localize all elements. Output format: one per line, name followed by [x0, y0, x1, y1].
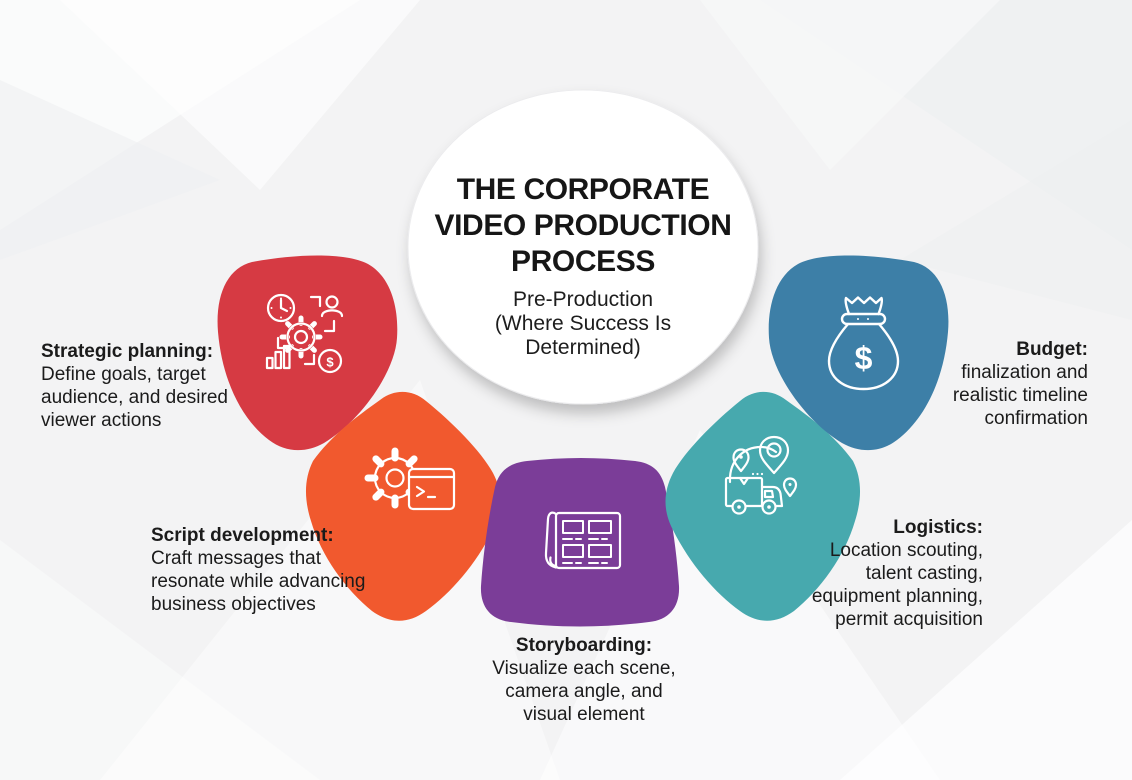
step-description: Visualize each scene, camera angle, and … [492, 658, 676, 725]
step-heading: Logistics: [893, 517, 983, 538]
svg-text:$: $ [855, 340, 873, 376]
blob-script-development [305, 391, 501, 621]
step-heading: Script development: [151, 525, 334, 546]
storyboard-icon [544, 511, 622, 570]
step-heading: Storyboarding: [515, 635, 653, 656]
svg-text:$: $ [326, 355, 334, 370]
step-label-budget: Budget: finalization and realistic timel… [888, 338, 1088, 430]
step-description: Define goals, target audience, and desir… [41, 364, 228, 431]
delivery-truck-icon [724, 435, 798, 515]
step-description: Craft messages that resonate while advan… [151, 548, 366, 615]
step-heading: Budget: [1016, 339, 1088, 360]
page-title: THE CORPORATE VIDEO PRODUCTION PROCESS [434, 173, 732, 278]
step-heading: Strategic planning: [41, 341, 214, 362]
step-description: Location scouting, talent casting, equip… [811, 540, 983, 630]
blob-storyboarding [480, 458, 680, 627]
strategy-planning-icon: $ [265, 293, 344, 374]
step-description: finalization and realistic timeline conf… [952, 362, 1088, 429]
blob-budget [768, 255, 949, 451]
page-subtitle: Pre-Production (Where Success Is Determi… [494, 288, 672, 359]
center-text-block: THE CORPORATE VIDEO PRODUCTION PROCESS P… [408, 172, 758, 360]
step-label-logistics: Logistics: Location scouting, talent cas… [763, 516, 983, 631]
center-circle [407, 89, 759, 405]
step-label-strategic-planning: Strategic planning: Define goals, target… [41, 340, 241, 432]
money-bag-icon: $ [827, 296, 900, 391]
gear-terminal-icon [364, 447, 456, 511]
step-label-storyboarding: Storyboarding: Visualize each scene, cam… [459, 634, 709, 726]
blob-strategic-planning [217, 255, 398, 451]
step-label-script-development: Script development: Craft messages that … [151, 524, 381, 616]
